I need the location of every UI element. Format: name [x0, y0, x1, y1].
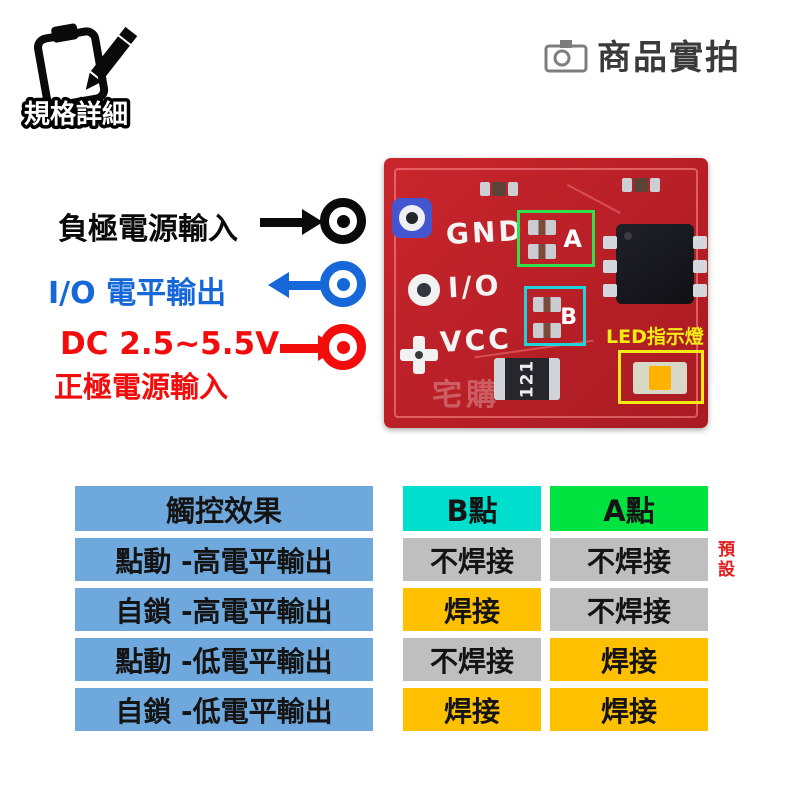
- a-cell: 焊接: [550, 638, 708, 681]
- pad-hole: [415, 351, 423, 359]
- effect-cell: 點動 -高電平輸出: [75, 538, 373, 581]
- smd-component: [622, 178, 660, 192]
- effect-header-cell: 觸控效果: [75, 486, 373, 531]
- positive-input-label: 正極電源輸入: [54, 370, 229, 404]
- b-cell: 焊接: [403, 688, 541, 731]
- table-row: 點動 -低電平輸出 不焊接 焊接: [75, 638, 725, 681]
- pad-center-dot: [336, 214, 350, 228]
- gnd-pad-marker-icon: [320, 198, 366, 244]
- pad-center-dot: [336, 340, 350, 354]
- ic-pin: [603, 236, 617, 249]
- arrow-head: [268, 272, 289, 298]
- smd-pad: [480, 182, 490, 196]
- effect-cell: 點動 -低電平輸出: [75, 638, 373, 681]
- jumper-b-label: B: [560, 305, 577, 330]
- table-row: 自鎖 -低電平輸出 焊接 焊接: [75, 688, 725, 731]
- b-cell: 不焊接: [403, 538, 541, 581]
- solder-pad: [533, 297, 561, 312]
- smd-body: [634, 178, 648, 192]
- spec-badge-text: 規格詳細: [24, 99, 128, 130]
- resistor-121: 121: [494, 358, 560, 400]
- smd-body: [492, 182, 506, 196]
- solder-pad: [528, 244, 556, 259]
- pad-center-dot: [336, 277, 350, 291]
- arrow-left-blue-icon: [268, 272, 327, 298]
- jumper-a-highlight: A: [517, 210, 595, 267]
- ic-pin: [693, 236, 707, 249]
- led-highlight-box: [618, 350, 704, 404]
- photo-badge: 商品實拍: [543, 30, 741, 79]
- touch-ic-chip: [603, 224, 707, 304]
- effect-cell: 自鎖 -高電平輸出: [75, 588, 373, 631]
- smd-pad: [508, 182, 518, 196]
- jumper-a-label: A: [563, 225, 582, 253]
- config-table: 觸控效果 B點 A點 點動 -高電平輸出 不焊接 不焊接 自鎖 -高電平輸出 焊…: [75, 486, 725, 738]
- hole-ring: [399, 205, 425, 231]
- silkscreen-gnd: GND: [445, 213, 526, 252]
- io-hole: [408, 274, 440, 306]
- ic-pin: [603, 260, 617, 273]
- arrow-head: [302, 209, 323, 235]
- table-row: 點動 -高電平輸出 不焊接 不焊接: [75, 538, 725, 581]
- smd-pad: [622, 178, 632, 192]
- solder-pad: [533, 323, 561, 338]
- silkscreen-io: I/O: [447, 268, 503, 305]
- a-cell: 不焊接: [550, 588, 708, 631]
- arrow-shaft: [280, 343, 318, 353]
- arrow-shaft: [289, 280, 327, 290]
- table-row: 自鎖 -高電平輸出 焊接 不焊接: [75, 588, 725, 631]
- pcb-module-photo: GND I/O VCC A B 1: [384, 158, 708, 428]
- dc-range-label: DC 2.5~5.5V: [60, 326, 280, 362]
- jumper-b-highlight: B: [524, 286, 586, 346]
- gnd-hole: [392, 198, 432, 238]
- resistor-code: 121: [517, 359, 537, 399]
- clipboard-pencil-icon: [34, 23, 138, 110]
- led-chip: [649, 366, 671, 390]
- watermark-text: 宅購: [432, 378, 500, 413]
- smd-pad: [650, 178, 660, 192]
- arrow-right-black-icon: [260, 209, 323, 235]
- default-note: 預設: [714, 540, 734, 580]
- ic-pin1-mark: [624, 232, 632, 240]
- ic-pin: [603, 284, 617, 297]
- smd-component: [480, 182, 518, 196]
- silkscreen-vcc: VCC: [439, 322, 513, 359]
- ic-pin: [693, 284, 707, 297]
- arrow-shaft: [260, 217, 302, 227]
- io-output-label: I/O 電平輸出: [48, 276, 227, 311]
- led-label: LED指示燈: [606, 326, 704, 348]
- photo-badge-text: 商品實拍: [597, 38, 741, 78]
- ic-pin: [693, 260, 707, 273]
- b-cell: 焊接: [403, 588, 541, 631]
- a-cell: 不焊接: [550, 538, 708, 581]
- effect-cell: 自鎖 -低電平輸出: [75, 688, 373, 731]
- b-cell: 不焊接: [403, 638, 541, 681]
- led-component: [633, 362, 687, 394]
- solder-pad: [528, 220, 556, 235]
- io-pad-marker-icon: [320, 261, 366, 307]
- negative-input-label: 負極電源輸入: [58, 212, 238, 247]
- vcc-pad: [400, 336, 438, 374]
- spec-badge: 規格詳細: [21, 96, 132, 134]
- vcc-pad-marker-icon: [320, 324, 366, 370]
- a-header-cell: A點: [550, 486, 708, 531]
- table-header-row: 觸控效果 B點 A點: [75, 486, 725, 531]
- b-header-cell: B點: [403, 486, 541, 531]
- camera-icon: [544, 39, 588, 72]
- a-cell: 焊接: [550, 688, 708, 731]
